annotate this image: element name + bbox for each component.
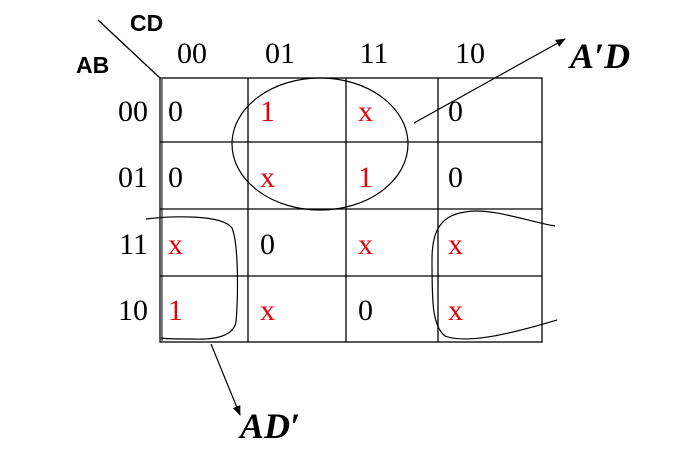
kmap-cell-value: 0 bbox=[448, 95, 463, 128]
kmap-cell-value: 0 bbox=[168, 95, 183, 128]
kmap-cell-value: x bbox=[358, 228, 373, 261]
group-bracket-right bbox=[431, 210, 558, 340]
arrow-a-prime-d bbox=[413, 38, 566, 124]
row-header: 10 bbox=[118, 294, 148, 327]
kmap-cell-value: 1 bbox=[260, 95, 275, 128]
group-label-a-prime-d: A′D bbox=[568, 36, 630, 76]
kmap-cell-value: x bbox=[260, 294, 275, 327]
kmap-cell-value: 1 bbox=[168, 294, 183, 327]
column-header: 10 bbox=[455, 37, 485, 70]
row-headers: 00 01 11 10 bbox=[118, 95, 148, 327]
kmap-cell-value: x bbox=[358, 95, 373, 128]
kmap-cell-value: 1 bbox=[358, 161, 373, 194]
kmap-cell-value: 0 bbox=[168, 161, 183, 194]
kmap-cell-value: x bbox=[448, 294, 463, 327]
kmap-cell-value: 0 bbox=[260, 228, 275, 261]
col-variables-label: CD bbox=[130, 10, 163, 36]
row-header: 01 bbox=[118, 161, 148, 194]
row-header: 00 bbox=[118, 95, 148, 128]
group-ellipse-a-prime-d bbox=[231, 77, 409, 211]
column-header: 11 bbox=[360, 37, 389, 70]
group-bracket-left bbox=[145, 216, 239, 340]
column-header: 01 bbox=[265, 37, 295, 70]
kmap-grid bbox=[159, 77, 543, 343]
column-headers: 00 01 11 10 bbox=[177, 37, 485, 70]
corner-divider bbox=[97, 19, 161, 79]
arrow-a-d-prime bbox=[210, 343, 241, 416]
kmap-cell-value: 0 bbox=[448, 161, 463, 194]
group-label-a-d-prime: AD′ bbox=[238, 406, 300, 446]
kmap-cell-value: x bbox=[260, 161, 275, 194]
column-header: 00 bbox=[177, 37, 207, 70]
kmap-cell-value: x bbox=[168, 228, 183, 261]
row-header: 11 bbox=[119, 228, 148, 261]
kmap-cell-value: 0 bbox=[358, 294, 373, 327]
row-variables-label: AB bbox=[76, 52, 109, 78]
kmap-cell-value: x bbox=[448, 228, 463, 261]
